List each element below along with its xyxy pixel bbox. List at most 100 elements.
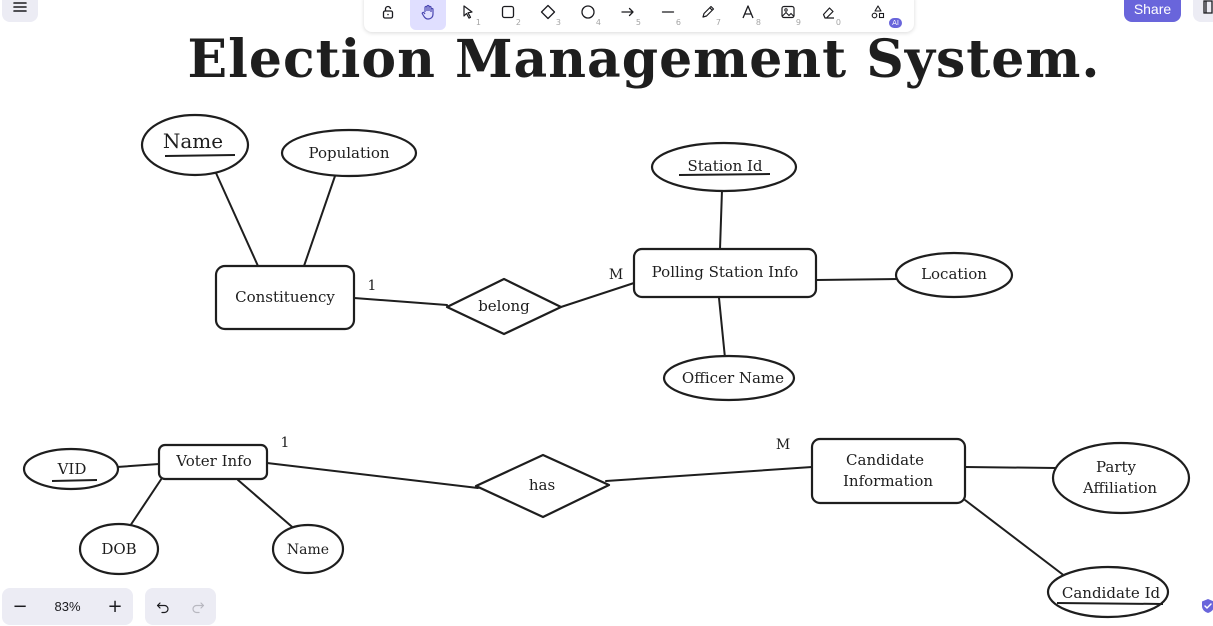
entity-constituency-label: Constituency — [235, 288, 335, 306]
hand-icon — [421, 4, 434, 20]
shapes-more-icon — [871, 5, 885, 19]
arrow-icon — [621, 7, 634, 17]
eraser-icon — [822, 7, 834, 19]
tool-line[interactable]: 6 — [650, 0, 686, 30]
diamond-icon — [540, 4, 556, 20]
entity-polling-station-label: Polling Station Info — [652, 263, 799, 281]
undo-button[interactable] — [145, 588, 180, 625]
relationship-has-label: has — [529, 476, 555, 494]
tool-rectangle[interactable]: 2 — [490, 0, 526, 30]
entity-constituency[interactable]: Constituency — [214, 264, 356, 331]
main-menu-button[interactable] — [2, 0, 38, 22]
attribute-population[interactable]: Population — [280, 128, 418, 178]
diagram-title: Election Management System. — [187, 29, 1100, 90]
connector-vid-voter[interactable] — [116, 463, 160, 468]
share-button[interactable]: Share — [1124, 0, 1181, 22]
entity-voter-info[interactable]: Voter Info — [157, 443, 269, 481]
tool-shortcut-key: 6 — [675, 18, 681, 27]
tool-text[interactable]: 8 — [730, 0, 766, 30]
connector-belong-polling[interactable] — [560, 282, 635, 308]
lock-icon — [382, 5, 394, 19]
attribute-name-top[interactable]: Name — [140, 113, 250, 177]
line-icon — [661, 11, 675, 13]
tool-more[interactable]: AI — [860, 0, 902, 30]
tool-image[interactable]: 9 — [770, 0, 806, 30]
tool-shortcut-key: 2 — [515, 18, 521, 27]
attribute-name-bottom[interactable]: Name — [271, 523, 345, 575]
attribute-location-label: Location — [921, 265, 987, 283]
tool-shortcut-key: 7 — [715, 18, 721, 27]
connector-voter-dob[interactable] — [129, 477, 163, 527]
connector-name-constituency[interactable] — [215, 172, 259, 267]
zoom-in-button[interactable]: + — [107, 596, 123, 617]
relationship-has[interactable]: has — [474, 453, 611, 519]
connector-population-constituency[interactable] — [303, 175, 336, 267]
tool-eraser[interactable]: 0 — [810, 0, 846, 30]
tool-arrow[interactable]: 5 — [610, 0, 646, 30]
rectangle-icon — [501, 5, 515, 19]
connector-voter-has[interactable] — [266, 462, 479, 489]
image-icon — [781, 5, 795, 19]
connector-candidate-candidateid[interactable] — [964, 499, 1067, 578]
tool-shortcut-key: 1 — [475, 18, 481, 27]
key-underline — [51, 479, 98, 482]
relationship-belong[interactable]: belong — [445, 277, 563, 336]
hamburger-icon — [13, 2, 27, 12]
pointer-icon — [463, 5, 473, 19]
library-button[interactable] — [1193, 0, 1213, 22]
connector-polling-location[interactable] — [815, 278, 899, 281]
key-underline — [1056, 602, 1164, 605]
tool-shortcut-key: 0 — [835, 18, 841, 27]
pencil-icon — [702, 5, 715, 18]
attribute-dob-label: DOB — [101, 540, 136, 558]
connector-constituency-belong[interactable] — [353, 297, 448, 306]
attribute-vid-label: VID — [57, 460, 87, 478]
attribute-party-affiliation[interactable]: Party Affiliation — [1051, 441, 1191, 515]
attribute-name-bottom-label: Name — [287, 542, 329, 558]
connector-candidate-party[interactable] — [964, 466, 1057, 469]
tool-selection[interactable]: 1 — [450, 0, 486, 30]
attribute-location[interactable]: Location — [894, 251, 1014, 299]
tool-ellipse[interactable]: 4 — [570, 0, 606, 30]
tool-shortcut-key: 4 — [595, 18, 601, 27]
tool-draw[interactable]: 7 — [690, 0, 726, 30]
connector-stationid-polling[interactable] — [719, 189, 723, 250]
attribute-station-id[interactable]: Station Id — [650, 141, 798, 193]
tool-lock[interactable] — [370, 0, 406, 30]
attribute-candidate-id[interactable]: Candidate Id — [1046, 565, 1170, 619]
cardinality-constituency-belong: 1 — [368, 278, 377, 294]
tool-hand[interactable] — [410, 0, 446, 30]
zoom-controls: − 83% + — [2, 588, 133, 625]
connector-has-candidate[interactable] — [605, 466, 813, 482]
ai-badge: AI — [889, 18, 902, 28]
shield-check-icon[interactable] — [1200, 598, 1213, 614]
shape-toolbar: 1 2 3 4 5 6 7 8 9 0 AI — [364, 0, 914, 32]
entity-candidate-label-line1: Candidate — [846, 451, 924, 469]
tool-shortcut-key: 3 — [555, 18, 561, 27]
undo-icon — [156, 601, 169, 613]
entity-candidate-label-line2: Information — [843, 472, 933, 490]
attribute-party-label-line1: Party — [1096, 458, 1137, 476]
attribute-dob[interactable]: DOB — [78, 522, 160, 576]
key-underline — [678, 173, 771, 176]
attribute-population-label: Population — [308, 144, 389, 162]
entity-polling-station[interactable]: Polling Station Info — [632, 247, 818, 299]
ellipse-icon — [581, 5, 595, 19]
tool-shortcut-key: 5 — [635, 18, 641, 27]
connector-polling-officer[interactable] — [718, 297, 726, 359]
redo-button[interactable] — [180, 588, 215, 625]
attribute-officer-name[interactable]: Officer Name — [662, 354, 796, 402]
tool-diamond[interactable]: 3 — [530, 0, 566, 30]
zoom-level[interactable]: 83% — [54, 599, 81, 614]
zoom-out-button[interactable]: − — [12, 596, 28, 617]
cardinality-voter-has: 1 — [281, 435, 290, 451]
connector-voter-name[interactable] — [237, 479, 299, 533]
tool-shortcut-key: 9 — [795, 18, 801, 27]
attribute-candidate-id-label: Candidate Id — [1062, 584, 1161, 602]
library-icon — [1203, 0, 1213, 14]
entity-candidate-information[interactable]: Candidate Information — [810, 437, 967, 505]
attribute-vid[interactable]: VID — [22, 447, 120, 491]
history-controls — [145, 588, 216, 625]
cardinality-has-candidate: M — [776, 437, 790, 453]
